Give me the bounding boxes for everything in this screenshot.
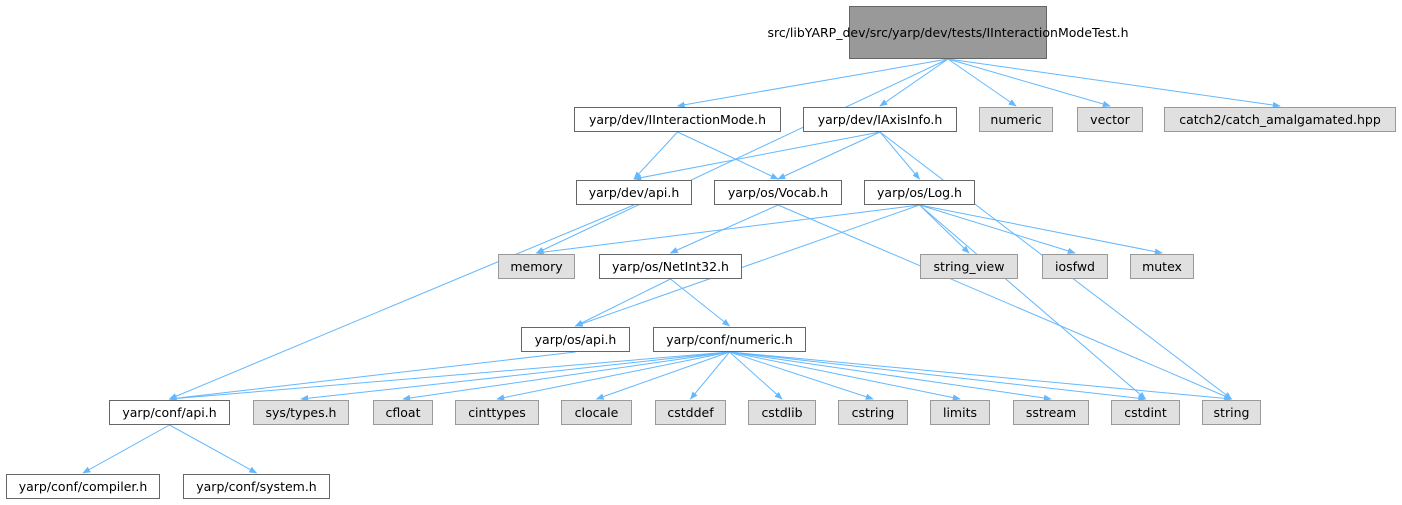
- edge-log-to-iosfwd: [919, 204, 1076, 254]
- node-catch-amalgamated-hpp: catch2/catch_amalgamated.hpp: [1164, 107, 1396, 132]
- edge-conf_numeric-to-limits: [729, 351, 961, 401]
- edge-conf_numeric-to-conf_api: [168, 351, 730, 402]
- edge-root-to-vector: [947, 58, 1111, 108]
- root-line-2: /yarp/dev/tests/IInteraction: [887, 25, 1058, 40]
- node-conf-system-h[interactable]: yarp/conf/system.h: [183, 474, 330, 499]
- node-limits: limits: [930, 400, 990, 425]
- edge-log-to-cstdint: [919, 204, 1147, 400]
- node-string-view: string_view: [920, 254, 1018, 279]
- node-iinteractionmode-h[interactable]: yarp/dev/IInteractionMode.h: [574, 107, 781, 132]
- edge-iinteractionmode-to-dev_api: [633, 131, 678, 180]
- edge-conf_numeric-to-cinttypes: [496, 351, 730, 401]
- edge-conf_numeric-to-cstdint: [729, 351, 1147, 402]
- root-line-1: src/libYARP_dev/src: [767, 25, 888, 40]
- edge-log-to-memory: [535, 204, 920, 256]
- edge-netint32-to-conf_numeric: [670, 278, 731, 327]
- node-cfloat: cfloat: [373, 400, 433, 425]
- node-conf-numeric-h[interactable]: yarp/conf/numeric.h: [653, 327, 806, 352]
- edge-os_api-to-conf_api: [168, 351, 576, 402]
- edge-root-to-memory: [535, 58, 949, 254]
- edge-iinteractionmode-to-vocab: [677, 131, 779, 180]
- node-sstream: sstream: [1013, 400, 1089, 425]
- node-cstdint: cstdint: [1111, 400, 1180, 425]
- node-iosfwd: iosfwd: [1042, 254, 1108, 279]
- node-numeric: numeric: [979, 107, 1053, 132]
- node-conf-api-h[interactable]: yarp/conf/api.h: [109, 400, 230, 425]
- edge-iaxisinfo-to-dev_api: [633, 131, 881, 181]
- edge-root-to-iinteractionmode: [676, 58, 949, 108]
- node-os-api-h[interactable]: yarp/os/api.h: [521, 327, 630, 352]
- edge-root-to-catch2: [947, 58, 1281, 109]
- edge-root-to-iaxisinfo: [879, 58, 949, 107]
- node-log-h[interactable]: yarp/os/Log.h: [864, 180, 975, 205]
- edge-log-to-mutex: [919, 204, 1163, 255]
- node-iaxisinfo-h[interactable]: yarp/dev/IAxisInfo.h: [803, 107, 957, 132]
- node-conf-compiler-h[interactable]: yarp/conf/compiler.h: [6, 474, 160, 499]
- node-cstdlib: cstdlib: [748, 400, 816, 425]
- node-cstring: cstring: [838, 400, 908, 425]
- node-memory: memory: [498, 254, 575, 279]
- edge-conf_api-to-compiler: [82, 424, 170, 474]
- edge-conf_numeric-to-string: [729, 351, 1233, 402]
- edge-iaxisinfo-to-vocab: [777, 131, 881, 180]
- node-cinttypes: cinttypes: [455, 400, 539, 425]
- edge-conf_numeric-to-sstream: [729, 351, 1052, 402]
- node-netint32-h[interactable]: yarp/os/NetInt32.h: [599, 254, 742, 279]
- node-vocab-h[interactable]: yarp/os/Vocab.h: [714, 180, 842, 205]
- node-sys-types-h: sys/types.h: [253, 400, 349, 425]
- node-mutex: mutex: [1130, 254, 1194, 279]
- root-line-3: ModeTest.h: [1057, 25, 1129, 40]
- edge-conf_numeric-to-clocale: [595, 351, 730, 400]
- edge-log-to-string_view: [919, 204, 970, 254]
- edge-conf_numeric-to-cstddef: [689, 351, 730, 400]
- edge-conf_numeric-to-cstdlib: [729, 351, 783, 400]
- node-cstddef: cstddef: [655, 400, 726, 425]
- edge-netint32-to-os_api: [574, 278, 671, 327]
- edge-dev_api-to-conf_api: [168, 204, 635, 400]
- edge-conf_numeric-to-cfloat: [402, 351, 730, 402]
- edge-vocab-to-string: [777, 204, 1233, 400]
- node-clocale: clocale: [561, 400, 632, 425]
- node-vector: vector: [1077, 107, 1143, 132]
- edge-conf_numeric-to-sys_types: [300, 351, 730, 402]
- edge-log-to-os_api: [574, 204, 920, 327]
- edge-iaxisinfo-to-log: [879, 131, 921, 180]
- node-string: string: [1202, 400, 1261, 425]
- edge-root-to-numeric: [947, 58, 1017, 107]
- root-file-node: src/libYARP_dev/src /yarp/dev/tests/IInt…: [767, 6, 1129, 59]
- node-dev-api-h[interactable]: yarp/dev/api.h: [576, 180, 692, 205]
- edge-conf_numeric-to-cstring: [729, 351, 874, 400]
- edge-conf_api-to-system: [169, 424, 258, 474]
